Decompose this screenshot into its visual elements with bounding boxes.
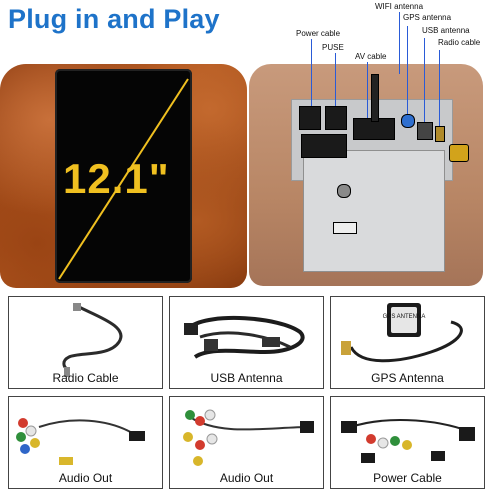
accessory-label: Radio Cable	[52, 371, 119, 385]
fuse-connector	[325, 106, 347, 130]
power-cable-label: Power cable	[296, 29, 341, 38]
power-harness-icon	[341, 419, 475, 463]
leader-usb	[424, 38, 425, 122]
accessory-label: Power Cable	[373, 471, 442, 485]
radio-cable-label: Radio cable	[438, 38, 481, 47]
leader-av	[367, 62, 368, 118]
radio-port-icon	[435, 126, 445, 142]
leader-wifi	[399, 12, 400, 74]
gps-port-icon	[401, 114, 415, 128]
front-unit-image: 12.1"	[0, 64, 247, 288]
chassis-box	[303, 150, 445, 272]
leader-radio	[439, 50, 440, 126]
accessory-power-cable: Power Cable	[330, 396, 485, 489]
accessory-usb-antenna: USB Antenna	[169, 296, 324, 389]
accessory-label: USB Antenna	[210, 371, 283, 385]
rca-harness-icon	[183, 409, 314, 466]
gps-antenna-label: GPS antenna	[403, 13, 452, 22]
power-connector	[299, 106, 321, 130]
puse-label: PUSE	[322, 43, 344, 52]
accessory-label: Audio Out	[219, 471, 274, 485]
usb-antenna-icon	[184, 316, 305, 359]
radio-cable-icon	[62, 303, 123, 377]
page-title: Plug in and Play	[8, 4, 220, 34]
accessory-radio-cable: Radio Cable	[8, 296, 163, 389]
sticker-icon	[333, 222, 357, 234]
wifi-antenna-label: WIFI antenna	[375, 2, 424, 11]
rca-harness-icon	[16, 418, 145, 465]
accessory-gps-antenna: GPS ANTENNA GPS Antenna	[330, 296, 485, 389]
accessory-label: GPS Antenna	[371, 371, 444, 385]
accessories-grid: Radio Cable USB Antenna GPS ANTENNA GPS …	[8, 296, 486, 494]
av-cable-label: AV cable	[355, 52, 387, 61]
leader-gps	[407, 26, 408, 114]
screen-diagonal-icon	[58, 78, 189, 280]
leader-puse	[335, 53, 336, 106]
usb-port-icon	[417, 122, 433, 140]
rear-unit-image	[249, 12, 493, 288]
wifi-antenna-icon	[371, 74, 379, 122]
accessory-audio-out-2: Audio Out	[169, 396, 324, 489]
accessory-audio-out-1: Audio Out	[8, 396, 163, 489]
display-screen: 12.1"	[55, 69, 192, 283]
gps-antenna-icon: GPS ANTENNA	[341, 303, 463, 363]
usb-antenna-label: USB antenna	[422, 26, 470, 35]
fuse-holder-icon	[449, 144, 469, 162]
screen-size-label: 12.1"	[63, 155, 170, 202]
accessory-label: Audio Out	[58, 471, 113, 485]
screw-icon	[337, 184, 351, 198]
harness-connector	[301, 134, 347, 158]
leader-power	[311, 39, 312, 106]
gps-module-text: GPS ANTENNA	[383, 314, 426, 320]
